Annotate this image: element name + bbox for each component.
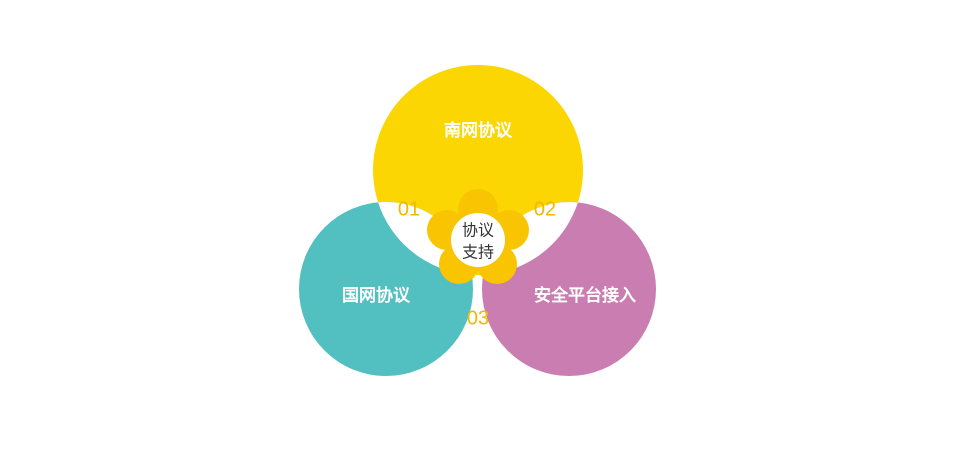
region-number-01: 01	[398, 198, 420, 220]
overlap-top-right	[482, 202, 583, 275]
overlap-top-left	[373, 202, 473, 275]
center-disc	[451, 213, 505, 267]
region-number-02: 02	[534, 198, 556, 220]
region-number-03: 03	[467, 307, 489, 329]
center-label-line1: 协议	[462, 221, 494, 240]
label-right: 安全平台接入	[534, 285, 636, 306]
center-label-line2: 支持	[462, 243, 494, 262]
label-top: 南网协议	[444, 120, 513, 141]
center-flower	[427, 189, 529, 284]
label-left: 国网协议	[342, 285, 411, 306]
